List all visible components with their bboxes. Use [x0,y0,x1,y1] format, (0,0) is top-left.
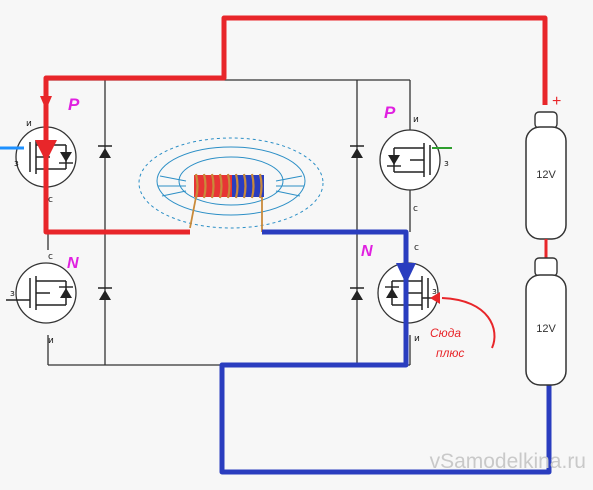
battery-plus-sign: + [552,93,561,110]
pin-label-drain-top-right: с [413,204,418,214]
annotation-arrow [441,297,496,349]
red-arrow-down [35,140,57,162]
pin-label-gate-bottom-left: з [10,289,15,299]
diode-left-top [98,145,112,158]
blue-arrow-down [396,263,416,284]
positive-current-path [43,15,548,235]
transistor-type-label-top-right: P [384,103,396,122]
transistor-type-label-top-left: P [68,95,80,114]
pin-label-gate-top-right: з [444,159,449,169]
pin-label-source-bottom-left: и [48,336,54,346]
red-arrow-down-upper [40,96,52,110]
pin-label-gate-top-left: з [14,159,19,169]
coil-core [189,173,264,232]
transistor-type-label-bottom-left: N [67,255,79,272]
negative-current-path [219,229,552,475]
transistor-bottom-left [6,262,77,324]
annotation-arrow-head [430,292,440,304]
pin-label-source-top-right: и [413,115,419,125]
annotation-text-line1: Сюда [430,326,461,340]
watermark: vSamodelkina.ru [430,450,586,473]
coil-magnetic-field-lines [138,137,324,229]
transistor-top-right [379,129,441,191]
diode-right-top [350,145,364,158]
pin-label-drain-bottom-right: с [414,243,419,253]
battery-bottom-label: 12V [536,323,556,335]
pin-label-drain-top-left: с [48,195,53,205]
battery-top-label: 12V [536,169,556,181]
pin-label-drain-bottom-left: с [48,252,53,262]
pin-label-gate-bottom-right: з [432,287,437,297]
pin-label-source-bottom-right: и [414,334,420,344]
diode-left-bottom [98,287,112,300]
diode-right-bottom [350,287,364,300]
transistor-type-label-bottom-right: N [361,243,373,260]
pin-label-source-top-left: и [26,119,32,129]
battery-bottom [525,257,567,386]
annotation-text-line2: плюс [436,346,464,360]
